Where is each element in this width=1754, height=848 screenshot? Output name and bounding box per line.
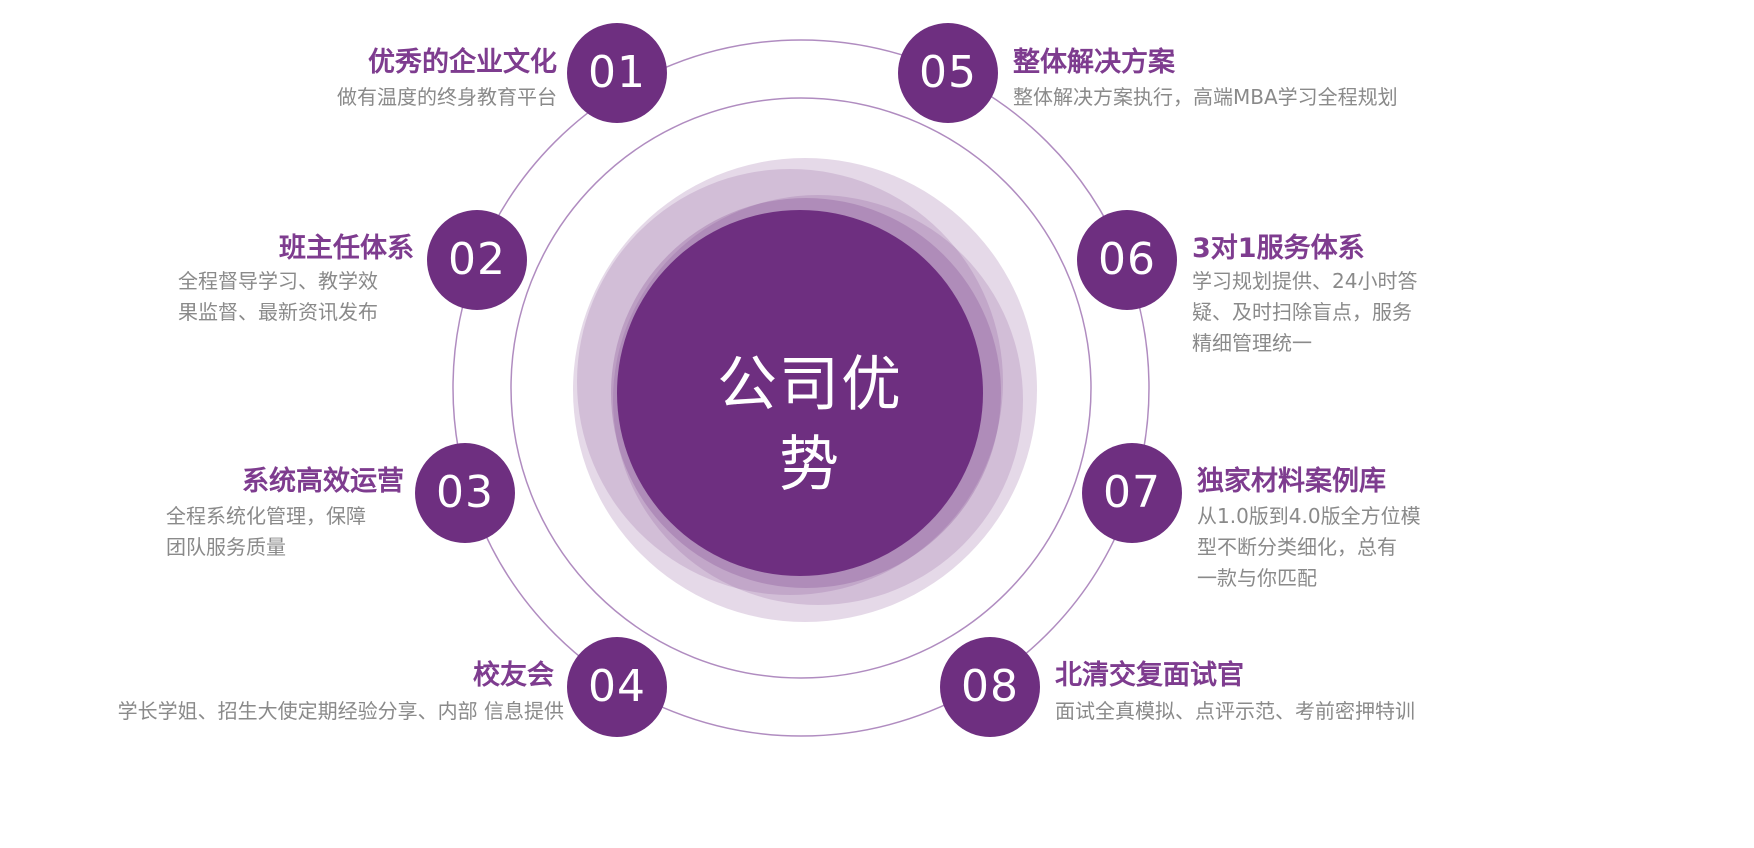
- item-desc-03: 全程系统化管理，保障 团队服务质量: [166, 504, 366, 559]
- item-desc-07: 从1.0版到4.0版全方位模 型不断分类细化，总有 一款与你匹配: [1197, 504, 1421, 590]
- item-desc-08: 面试全真模拟、点评示范、考前密押特训: [1055, 699, 1415, 723]
- item-title-01: 优秀的企业文化: [368, 47, 557, 78]
- item-title-08: 北清交复面试官: [1055, 660, 1244, 691]
- badge-04: 04: [567, 637, 667, 737]
- badge-07: 07: [1082, 443, 1182, 543]
- item-desc-02: 全程督导学习、教学效 果监督、最新资讯发布: [178, 269, 378, 324]
- item-title-06: 3对1服务体系: [1192, 233, 1365, 264]
- badge-06: 06: [1077, 210, 1177, 310]
- item-title-03: 系统高效运营: [242, 466, 404, 497]
- center-title: 公司优势: [717, 350, 903, 500]
- inner-ring: [510, 97, 1092, 679]
- badge-03: 03: [415, 443, 515, 543]
- badge-08: 08: [940, 637, 1040, 737]
- item-title-02: 班主任体系: [279, 233, 414, 264]
- badge-01: 01: [567, 23, 667, 123]
- outer-ring: [452, 39, 1150, 737]
- badge-02: 02: [427, 210, 527, 310]
- item-desc-04: 学长学姐、招生大使定期经验分享、内部 信息提供: [117, 699, 564, 723]
- center-circle: [617, 210, 983, 576]
- item-desc-06: 学习规划提供、24小时答 疑、及时扫除盲点，服务 精细管理统一: [1192, 269, 1418, 355]
- item-title-05: 整体解决方案: [1013, 47, 1175, 78]
- badge-05: 05: [898, 23, 998, 123]
- item-title-04: 校友会: [473, 660, 554, 691]
- item-desc-01: 做有温度的终身教育平台: [337, 85, 557, 109]
- item-desc-05: 整体解决方案执行，高端MBA学习全程规划: [1013, 85, 1398, 109]
- item-title-07: 独家材料案例库: [1197, 466, 1386, 497]
